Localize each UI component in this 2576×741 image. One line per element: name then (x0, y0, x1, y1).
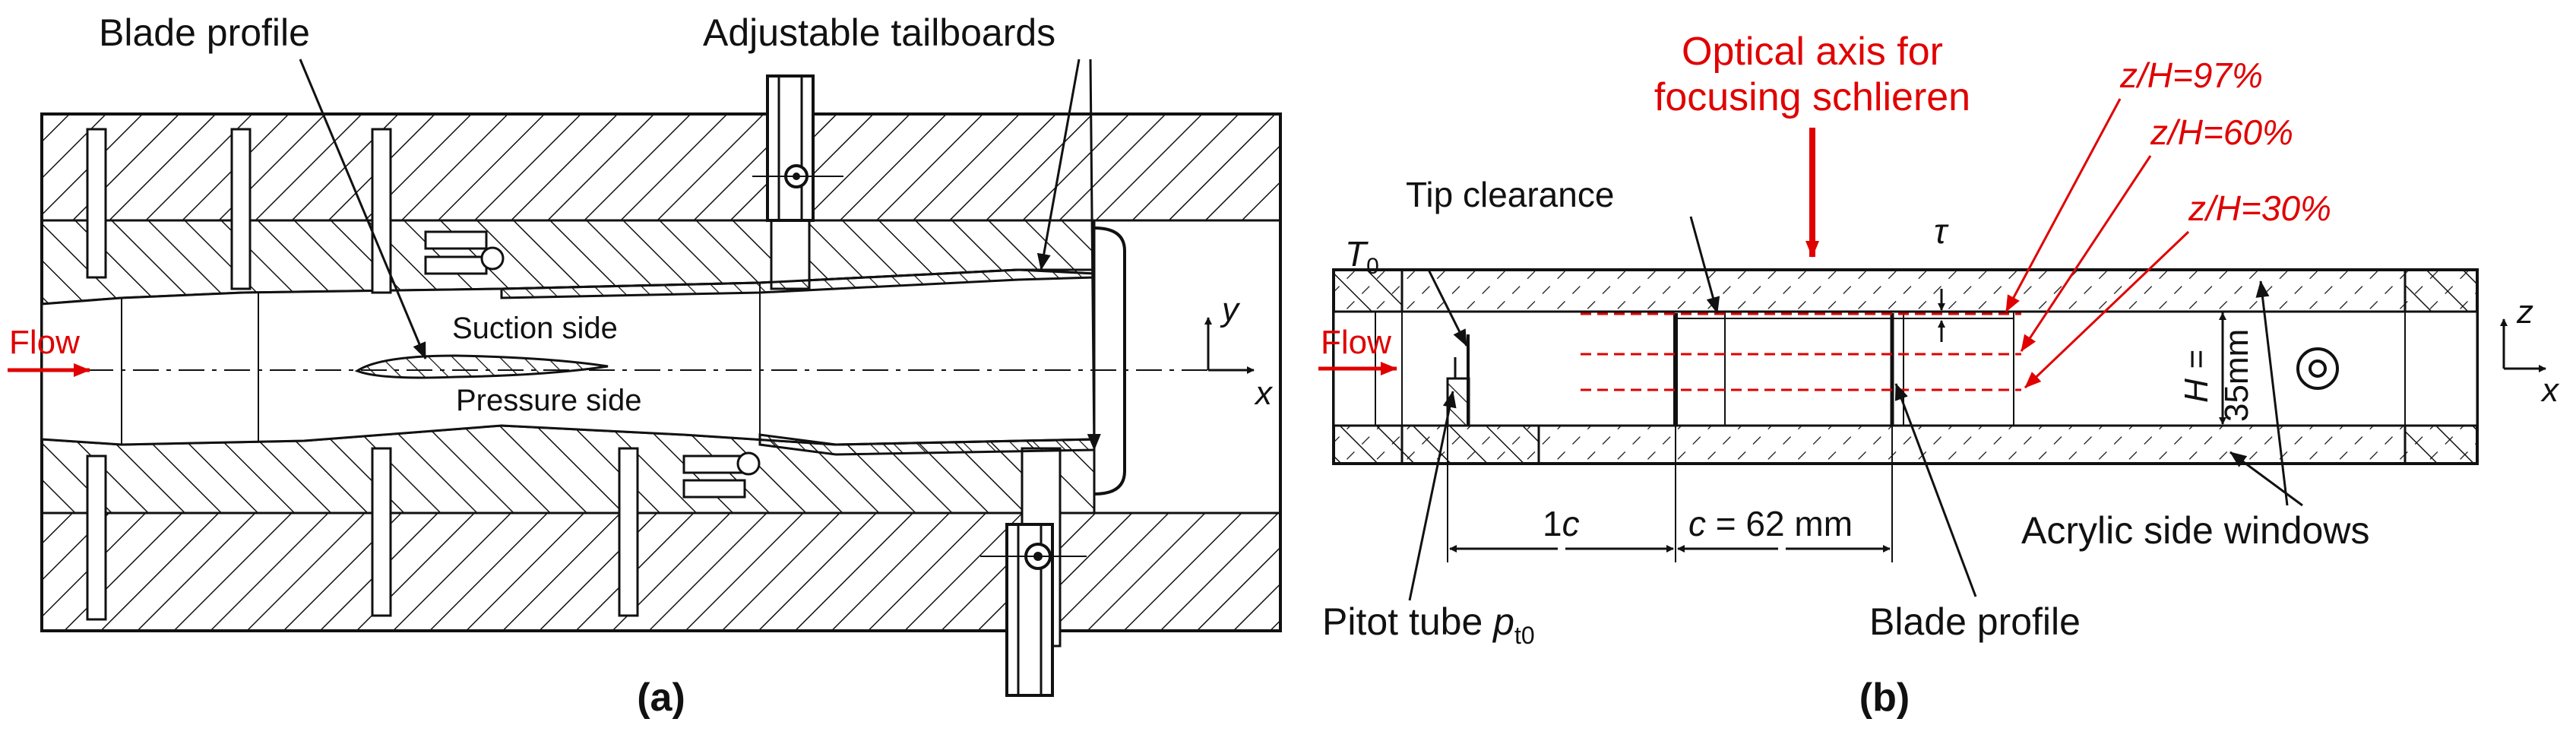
acrylic-label: Acrylic side windows (2021, 509, 2369, 552)
acrylic-leader-bottom (2229, 451, 2303, 507)
blade-profile-label-a: Blade profile (99, 11, 310, 54)
end-block-tr (2404, 268, 2479, 313)
t0-main: T (1345, 234, 1369, 274)
pitot-sym: p (1492, 600, 1514, 643)
pressure-side-label: Pressure side (456, 384, 642, 417)
inlet-block (1400, 424, 1540, 465)
tailboard-leader-lower (1087, 59, 1101, 451)
zh97-label: z/H=97% (2119, 55, 2263, 95)
flow-label-b: Flow (1321, 324, 1391, 361)
acrylic-leader-top (2255, 280, 2289, 506)
zh97-leader (2005, 98, 2122, 312)
dim-extension-lines (1447, 426, 1893, 562)
pitot-text: Pitot tube (1322, 600, 1493, 643)
h-dim-label: H = (2178, 350, 2215, 403)
top-outer-block (40, 112, 1282, 222)
top-adjust-screw (752, 74, 843, 222)
tip-clearance-label: Tip clearance (1406, 175, 1614, 214)
panel-a-drawing: Flow y x Blade profile Adjustable tailbo… (8, 11, 1282, 720)
tailboards-label: Adjustable tailboards (703, 11, 1055, 54)
panel-a-label: (a) (637, 676, 685, 720)
panel-b-drawing: Flow z x Optical axis for focusing schli… (1318, 30, 2560, 720)
flow-label-a: Flow (9, 324, 80, 361)
top-acrylic-window (1332, 268, 2479, 313)
t0-label: T0 (1345, 234, 1379, 279)
optical-axis-line1: Optical axis for (1682, 30, 1943, 74)
blade-profile-label-b: Blade profile (1869, 600, 2081, 643)
suction-side-label: Suction side (452, 312, 618, 345)
bottom-outer-block (40, 511, 1282, 632)
optical-axis-line2: focusing schlieren (1654, 75, 1970, 119)
dim-c-label: c = 62 mm (1688, 504, 1853, 543)
end-block-bl (1332, 424, 1404, 465)
end-block-br (2404, 424, 2479, 465)
porthole (2296, 347, 2339, 390)
dim-1c-num: 1 (1543, 504, 1562, 543)
dim-c-sym: c (1688, 504, 1706, 543)
dim-c-val: = 62 mm (1706, 504, 1853, 543)
axis-z-label: z (2516, 293, 2533, 331)
axis-y-label: y (1220, 291, 1241, 328)
axis-x-label-a: x (1254, 375, 1274, 412)
bottom-adjust-screw (980, 523, 1087, 697)
dim-1c-sym: c (1562, 504, 1580, 543)
t0-sub: 0 (1366, 254, 1379, 279)
zh30-leader (2024, 230, 2190, 389)
blade-profile-leader-a (299, 59, 427, 359)
dim-1c-label: 1c (1543, 504, 1580, 543)
zh30-label: z/H=30% (2188, 188, 2331, 228)
tailboard-bracket (1093, 226, 1126, 496)
tailboard-leader-upper (1036, 59, 1081, 271)
tau-label: τ (1934, 211, 1949, 251)
axis-x-label-b: x (2540, 372, 2560, 409)
tip-clearance-leader (1689, 216, 1720, 314)
axes-b (2500, 318, 2546, 372)
zh60-label: z/H=60% (2150, 112, 2293, 152)
tailboard-hinges (424, 230, 761, 499)
end-block-tl (1332, 268, 1404, 313)
t0-leader (1427, 269, 1468, 347)
blade-profile-leader-b (1894, 383, 1977, 597)
channel-b-verticals (1375, 312, 2406, 426)
porthole-inner (2309, 359, 2327, 378)
pitot-leader (1408, 391, 1457, 601)
zh-lines (1581, 312, 2021, 391)
pitot-sub: t0 (1514, 622, 1535, 649)
pitot-label: Pitot tube pt0 (1322, 600, 1535, 649)
axes-a (1204, 317, 1255, 374)
panel-b-label: (b) (1859, 676, 1910, 720)
zh60-leader (2020, 155, 2152, 352)
h-dim-value: 35mm (2218, 329, 2255, 422)
